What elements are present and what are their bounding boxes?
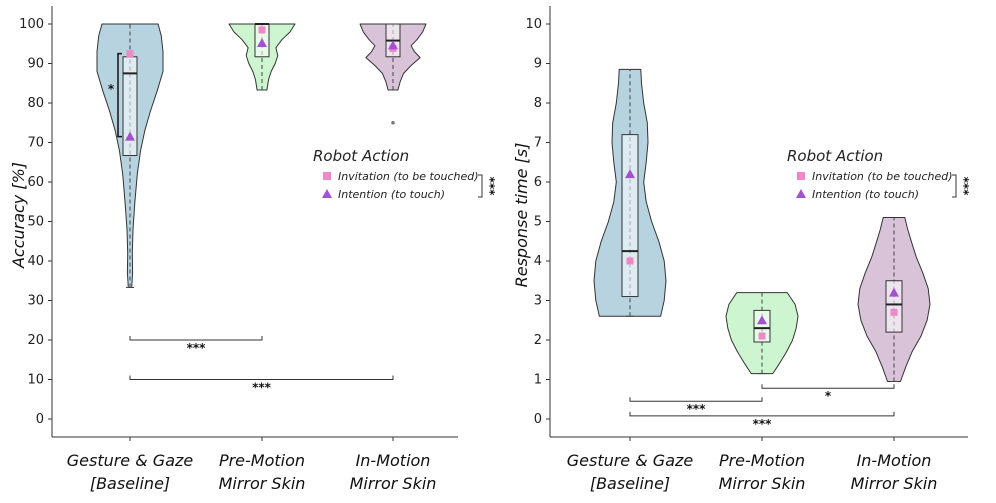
legend-significance-bracket [478, 174, 483, 198]
legend-square-icon [797, 172, 805, 180]
mean-invitation-marker [258, 26, 266, 34]
x-category-label: [Baseline] [590, 474, 670, 493]
y-tick-label: 30 [27, 294, 44, 309]
legend-item-label: Invitation (to be touched) [812, 170, 953, 183]
y-axis-label: Response time [s] [512, 143, 531, 288]
significance-label: *** [753, 417, 773, 431]
significance-bracket [629, 411, 895, 417]
y-tick-label: 5 [534, 215, 542, 230]
significance-label: *** [187, 341, 207, 355]
inner-significance-bracket [117, 52, 122, 138]
y-tick-label: 100 [19, 17, 44, 32]
y-tick-label: 90 [27, 57, 44, 72]
legend-title: Robot Action [313, 147, 409, 165]
y-tick-label: 2 [534, 333, 542, 348]
y-tick-label: 10 [27, 373, 44, 388]
legend-significance-bracket [952, 174, 957, 198]
y-tick-label: 4 [534, 254, 542, 269]
legend-title: Robot Action [787, 147, 883, 165]
x-category-label: Gesture & Gaze [67, 451, 194, 470]
mean-intention-marker [757, 315, 767, 325]
legend-item-label: Invitation (to be touched) [338, 170, 479, 183]
legend-item-label: Intention (to touch) [338, 188, 445, 201]
y-tick-label: 0 [36, 412, 44, 427]
y-tick-label: 10 [525, 17, 542, 32]
y-tick-label: 20 [27, 333, 44, 348]
y-tick-label: 40 [27, 254, 44, 269]
x-category-label: Mirror Skin [719, 474, 806, 493]
x-category-label: Mirror Skin [350, 474, 437, 493]
y-tick-label: 60 [27, 175, 44, 190]
significance-label: *** [252, 381, 272, 395]
legend-significance-label: *** [957, 177, 971, 197]
y-tick-label: 1 [534, 373, 542, 388]
significance-bracket [629, 397, 763, 402]
mean-invitation-marker [890, 308, 898, 316]
x-category-label: Mirror Skin [219, 474, 306, 493]
mean-invitation-marker [126, 50, 134, 58]
legend-item-label: Intention (to touch) [812, 188, 919, 201]
mean-intention-marker [257, 37, 267, 47]
x-category-label: Pre-Motion [719, 451, 805, 470]
mean-invitation-marker [626, 257, 634, 265]
outlier-point [391, 120, 395, 125]
significance-label: * [825, 389, 832, 403]
legend-triangle-icon [322, 189, 332, 198]
y-tick-label: 80 [27, 96, 44, 111]
y-tick-label: 8 [534, 96, 542, 111]
x-category-label: Mirror Skin [851, 474, 938, 493]
mean-intention-marker [388, 40, 398, 50]
x-category-label: In-Motion [356, 451, 431, 470]
significance-bracket [129, 375, 394, 380]
x-category-label: [Baseline] [90, 474, 170, 493]
mean-intention-marker [125, 131, 135, 141]
inner-significance-label: * [108, 82, 115, 96]
y-tick-label: 3 [534, 294, 542, 309]
x-category-label: Gesture & Gaze [567, 451, 694, 470]
significance-bracket [761, 384, 895, 389]
y-tick-label: 50 [27, 215, 44, 230]
y-tick-label: 9 [534, 57, 542, 72]
legend-square-icon [323, 172, 331, 180]
significance-label: *** [687, 402, 707, 416]
y-axis-label: Accuracy [%] [9, 162, 28, 269]
iqr-box [753, 309, 771, 343]
x-category-label: Pre-Motion [219, 451, 305, 470]
iqr-box [621, 134, 639, 298]
mean-intention-marker [625, 169, 635, 179]
iqr-box [885, 280, 903, 333]
iqr-box [122, 56, 138, 157]
mean-invitation-marker [758, 332, 766, 340]
mean-intention-marker [889, 287, 899, 297]
legend-significance-label: *** [483, 177, 497, 197]
y-tick-label: 0 [534, 412, 542, 427]
y-tick-label: 6 [534, 175, 542, 190]
y-tick-label: 70 [27, 136, 44, 151]
legend-triangle-icon [796, 189, 806, 198]
significance-bracket [129, 336, 263, 341]
x-category-label: In-Motion [857, 451, 932, 470]
y-tick-label: 7 [534, 136, 542, 151]
